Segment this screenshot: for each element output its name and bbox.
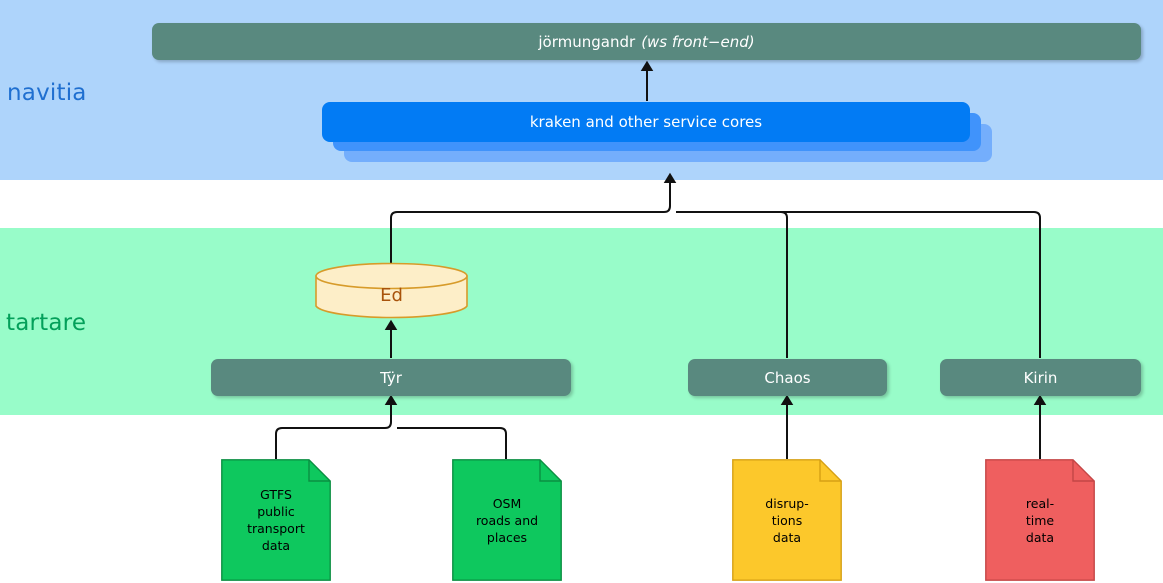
node-tyr[interactable]: Tÿr [211,359,571,396]
note-shape-icon [732,459,842,581]
note-line: roads and [475,512,539,528]
note-osm[interactable]: OSM roads and places [452,459,562,581]
kraken-stack-front[interactable]: kraken and other service cores [322,102,970,142]
edge-osm-to-tyr [397,427,507,459]
note-line: data [261,538,291,553]
note-line: transport [247,521,305,536]
note-line: OSM [492,495,522,511]
note-line: disrup- [765,495,809,511]
note-disruptions-text: disrup- tions data [732,459,842,581]
node-kraken-label: kraken and other service cores [529,113,763,131]
note-line: public [257,504,295,519]
note-line: data [1025,529,1055,545]
note-line: GTFS [260,487,292,502]
note-gtfs-text: GTFS public transport data [221,459,331,581]
note-shape-icon [985,459,1095,581]
band-label-tartare: tartare [6,310,87,336]
note-osm-text: OSM roads and places [452,459,562,581]
node-jormungandr-sublabel: (ws front−end) [641,32,755,51]
band-label-navitia: navitia [7,80,87,106]
node-kirin-label: Kirin [1023,368,1058,387]
node-jormungandr-label: jörmungandr [538,32,636,51]
database-cylinder-icon [315,262,468,319]
note-line: tions [771,512,803,528]
note-line: data [772,529,802,545]
node-kirin[interactable]: Kirin [940,359,1141,396]
note-shape-icon [221,459,331,581]
note-line: time [1025,512,1055,528]
node-tyr-label: Tÿr [380,368,402,387]
note-gtfs[interactable]: GTFS public transport data [221,459,331,581]
node-kraken[interactable]: kraken and other service cores [322,102,992,162]
note-line: places [486,529,528,545]
note-disruptions[interactable]: disrup- tions data [732,459,842,581]
note-shape-icon [452,459,562,581]
node-jormungandr[interactable]: jörmungandr (ws front−end) [152,23,1141,60]
note-realtime-text: real- time data [985,459,1095,581]
note-line: real- [1025,495,1055,511]
note-realtime[interactable]: real- time data [985,459,1095,581]
node-ed[interactable]: Ed [314,262,469,320]
node-chaos-label: Chaos [764,368,811,387]
node-chaos[interactable]: Chaos [688,359,887,396]
node-ed-label: Ed [380,284,403,306]
